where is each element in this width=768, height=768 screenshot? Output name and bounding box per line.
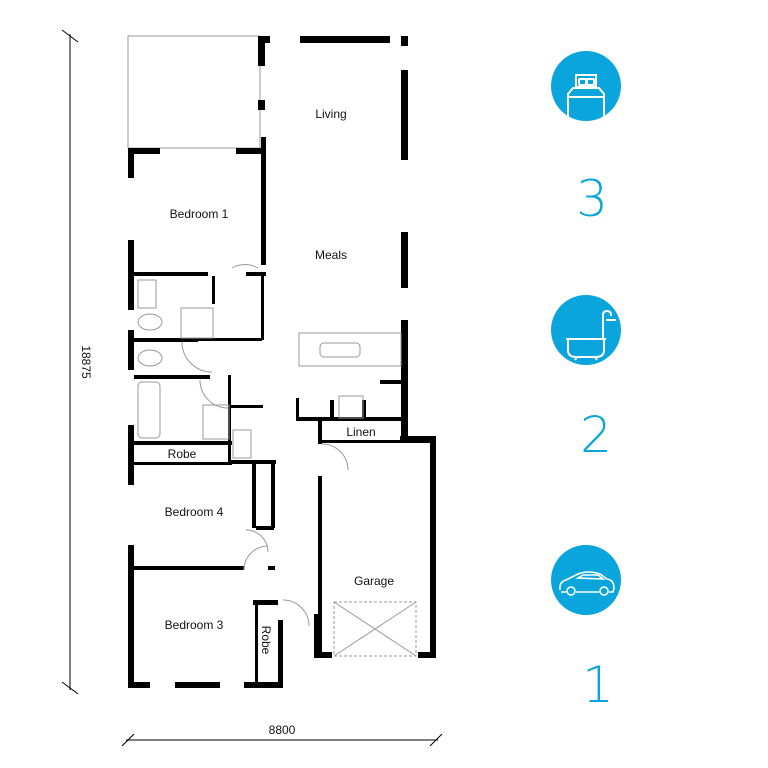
room-meals: Meals	[315, 248, 347, 262]
wall-segment	[244, 682, 283, 688]
wall-segment	[261, 276, 264, 340]
bathtub	[137, 381, 161, 439]
bathroom-count: 2	[580, 406, 612, 464]
ensuite-shower	[180, 307, 214, 339]
cooktop	[338, 395, 364, 419]
garage-count: 1	[582, 656, 614, 714]
kitchen-bench	[298, 332, 402, 367]
wall-segment	[268, 566, 275, 570]
fixtures	[137, 264, 417, 657]
wall-segment	[128, 330, 134, 370]
car-icon	[551, 545, 621, 615]
wall-segment	[318, 652, 332, 658]
wall-segment	[128, 682, 150, 688]
bathrooms-feature: 2	[551, 295, 621, 464]
wall-segment	[134, 566, 244, 570]
wall-segment	[134, 375, 210, 379]
walls	[128, 36, 436, 688]
bedrooms-feature: 3	[551, 51, 621, 228]
wall-segment	[418, 652, 436, 658]
wall-segment	[318, 420, 322, 444]
wall-segment	[128, 425, 134, 485]
wall-segment	[228, 460, 276, 464]
ensuite-basin	[137, 279, 157, 309]
wall-segment	[175, 682, 220, 688]
wall-segment	[134, 441, 232, 445]
wall-segment	[401, 36, 408, 46]
wall-segment	[330, 400, 334, 420]
garage-door	[333, 601, 417, 657]
wall-segment	[362, 400, 366, 420]
wall-segment	[401, 70, 408, 160]
bedroom-count: 3	[576, 170, 608, 228]
width-dimension: 8800	[121, 723, 443, 747]
room-robe: Robe	[168, 447, 197, 461]
wall-segment	[255, 605, 258, 683]
wall-segment	[246, 272, 266, 276]
wall-segment	[296, 417, 402, 421]
room-bedroom-4: Bedroom 4	[165, 505, 224, 519]
kitchen-sink	[319, 342, 361, 358]
room-linen: Linen	[346, 425, 375, 439]
room-living: Living	[315, 107, 346, 121]
room-garage: Garage	[354, 574, 394, 588]
wall-segment	[430, 436, 436, 658]
wall-segment	[300, 36, 390, 43]
wall-segment	[380, 380, 408, 384]
wall-segment	[318, 476, 322, 658]
wall-segment	[258, 36, 265, 66]
wall-segment	[128, 148, 160, 154]
wall-segment	[314, 614, 322, 658]
wall-segment	[256, 526, 274, 530]
wall-segment	[212, 276, 215, 304]
ensuite-toilet	[137, 313, 163, 331]
wall-segment	[252, 464, 256, 528]
bathroom-shower	[202, 404, 230, 440]
wall-segment	[253, 600, 278, 605]
width-label: 8800	[269, 723, 296, 737]
room-bedroom-3: Bedroom 3	[165, 618, 224, 632]
room-bedroom-1: Bedroom 1	[170, 207, 229, 221]
bathtub-icon	[551, 295, 621, 365]
deck-outline	[127, 35, 261, 149]
door-swings	[181, 264, 349, 627]
wall-segment	[128, 240, 134, 310]
wall-segment	[134, 338, 198, 342]
wall-segment	[296, 398, 299, 418]
wall-segment	[400, 436, 436, 443]
wall-segment	[231, 405, 263, 408]
wall-segment	[134, 272, 208, 276]
wall-segment	[128, 545, 134, 688]
depth-label: 18875	[79, 345, 93, 379]
wall-segment	[258, 100, 265, 110]
wall-segment	[128, 148, 134, 178]
laundry-tub	[232, 429, 252, 459]
wall-segment	[261, 137, 266, 265]
room-robe-side: Robe	[259, 626, 273, 655]
wall-segment	[318, 440, 436, 443]
depth-dimension: 18875	[61, 29, 93, 695]
wall-segment	[134, 462, 232, 465]
wc-toilet	[137, 349, 163, 367]
wall-segment	[278, 620, 283, 688]
wall-segment	[401, 232, 408, 288]
garage-feature: 1	[551, 545, 621, 714]
wall-segment	[198, 338, 262, 341]
wall-segment	[236, 148, 264, 154]
wall-segment	[271, 464, 275, 528]
